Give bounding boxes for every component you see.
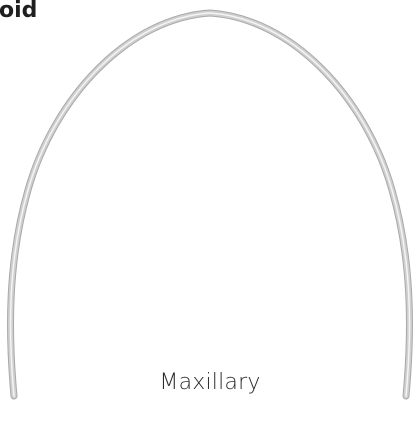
archwire-highlight [11,13,410,396]
arch-type-label: Maxillary [0,368,420,398]
archwire-body [11,13,410,396]
archwire-edge [11,13,410,396]
